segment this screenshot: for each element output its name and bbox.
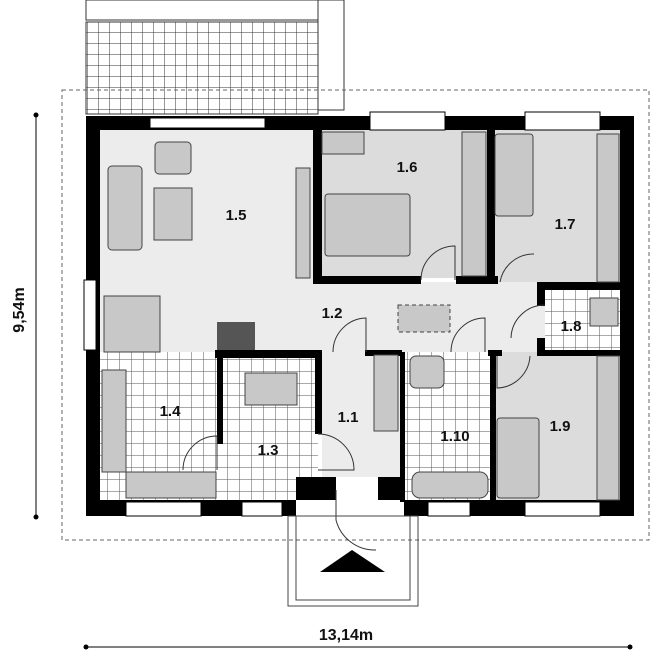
room-label-1-7: 1.7 xyxy=(555,216,576,233)
room-label-1-5: 1.5 xyxy=(226,207,247,224)
room-label-1-2: 1.2 xyxy=(322,305,343,322)
dimension-vertical: 9,54m xyxy=(11,112,39,520)
dimension-horizontal: 13,14m xyxy=(83,627,633,650)
room-label-1-4: 1.4 xyxy=(160,403,182,420)
room-label-1-8: 1.8 xyxy=(561,318,582,335)
room-label-1-9: 1.9 xyxy=(550,418,571,435)
entrance-arrow-icon xyxy=(320,550,385,572)
plot-outline xyxy=(61,89,650,541)
room-label-1-1: 1.1 xyxy=(338,409,359,426)
room-label-1-3: 1.3 xyxy=(258,442,279,459)
furniture xyxy=(101,131,620,501)
porch xyxy=(287,515,419,607)
room-floors xyxy=(100,130,620,500)
doors xyxy=(182,245,546,551)
width-dimension-label: 13,14m xyxy=(319,627,373,644)
windows xyxy=(83,111,601,517)
height-dimension-label: 9,54m xyxy=(11,287,28,332)
terrace xyxy=(85,0,345,115)
room-label-1-10: 1.10 xyxy=(440,428,469,445)
room-label-1-6: 1.6 xyxy=(397,159,418,176)
